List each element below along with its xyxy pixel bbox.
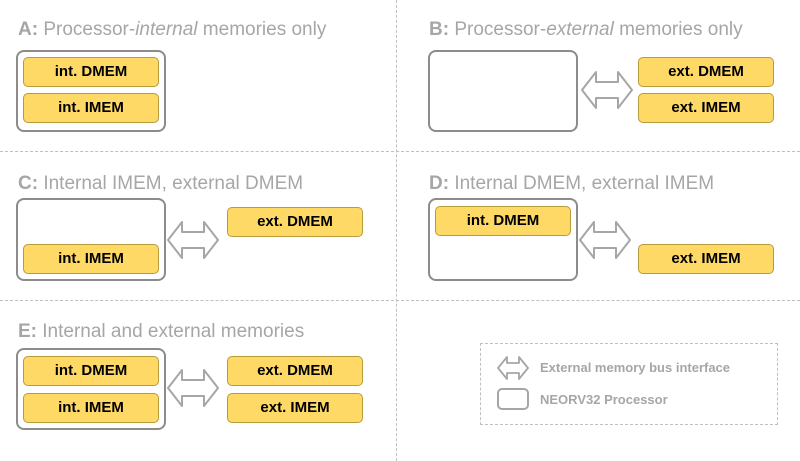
- section-d-ext-imem: ext. IMEM: [638, 244, 774, 274]
- section-e-letter: E:: [18, 321, 37, 342]
- section-b-title-post: memories only: [613, 19, 743, 40]
- section-a-int-imem: int. IMEM: [23, 93, 159, 123]
- section-b-title-emph: external: [546, 19, 614, 40]
- legend-processor-label: NEORV32 Processor: [540, 392, 668, 407]
- legend-bus-label: External memory bus interface: [540, 360, 731, 375]
- section-c-letter: C:: [18, 173, 39, 194]
- legend-rounded-rectangle-icon: [497, 388, 529, 410]
- legend-box: [480, 343, 778, 425]
- section-d-title: D: Internal DMEM, external IMEM: [429, 173, 714, 195]
- divider-horizontal-top: [0, 151, 800, 152]
- section-b-bus-arrow-icon: [581, 71, 633, 109]
- section-a-letter: A:: [18, 19, 39, 40]
- section-e-ext-dmem: ext. DMEM: [227, 356, 363, 386]
- section-e-int-dmem: int. DMEM: [23, 356, 159, 386]
- section-e-title-text: Internal and external memories: [37, 321, 305, 342]
- section-d-title-text: Internal DMEM, external IMEM: [449, 173, 715, 194]
- section-a-int-dmem: int. DMEM: [23, 57, 159, 87]
- section-b-title-pre: Processor-: [449, 19, 547, 40]
- section-c-ext-dmem: ext. DMEM: [227, 207, 363, 237]
- section-d-bus-arrow-icon: [579, 221, 631, 259]
- section-d-int-dmem: int. DMEM: [435, 206, 571, 236]
- section-b-processor: [428, 50, 578, 132]
- section-b-letter: B:: [429, 19, 450, 40]
- section-e-bus-arrow-icon: [167, 369, 219, 407]
- section-e-ext-imem: ext. IMEM: [227, 393, 363, 423]
- section-b-title: B: Processor-external memories only: [429, 19, 743, 41]
- section-b-ext-imem: ext. IMEM: [638, 93, 774, 123]
- section-d-letter: D:: [429, 173, 450, 194]
- section-a-title: A: Processor-internal memories only: [18, 19, 326, 41]
- legend-double-arrow-icon: [497, 356, 529, 380]
- section-b-ext-dmem: ext. DMEM: [638, 57, 774, 87]
- section-e-int-imem: int. IMEM: [23, 393, 159, 423]
- section-c-bus-arrow-icon: [167, 221, 219, 259]
- section-c-title: C: Internal IMEM, external DMEM: [18, 173, 303, 195]
- section-a-title-emph: internal: [135, 19, 198, 40]
- section-c-title-text: Internal IMEM, external DMEM: [38, 173, 304, 194]
- section-a-title-post: memories only: [197, 19, 327, 40]
- section-c-int-imem: int. IMEM: [23, 244, 159, 274]
- section-e-title: E: Internal and external memories: [18, 321, 304, 343]
- section-a-title-pre: Processor-: [38, 19, 136, 40]
- divider-horizontal-bottom: [0, 300, 800, 301]
- divider-vertical: [396, 0, 397, 461]
